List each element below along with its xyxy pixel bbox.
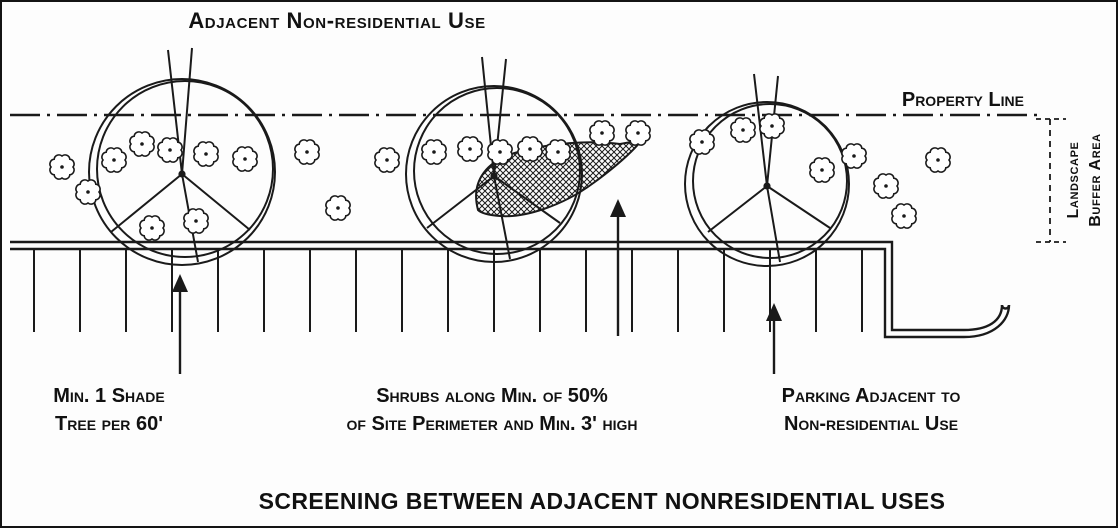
arrow-head [172, 274, 188, 292]
shrub-icon [421, 139, 447, 165]
shrubs-callout-label: Shrubs along Min. of 50% of Site Perimet… [346, 385, 637, 435]
shrub-icon [545, 139, 571, 165]
shrub-icon [232, 146, 258, 172]
shrub-icon [139, 215, 165, 241]
tree-center-dot [178, 170, 186, 178]
shrub-icon [589, 120, 615, 146]
shrub-icon [193, 141, 219, 167]
shrub-icon [891, 203, 917, 229]
buffer-area-label-line2: Buffer Area [1087, 133, 1104, 226]
parking-callout-line1: Parking Adjacent to [782, 385, 961, 407]
parking-stall-lines [33, 249, 863, 332]
shrub-icon [325, 195, 351, 221]
shrub-icon [730, 117, 756, 143]
callout-arrow-shade-tree [172, 274, 188, 374]
shrub-icon [925, 147, 951, 173]
tree-canopy-circle [684, 101, 850, 267]
parking-edge-tip [1000, 304, 1011, 310]
shrub-icon [487, 139, 513, 165]
diagram-title: SCREENING BETWEEN ADJACENT NONRESIDENTIA… [259, 488, 946, 514]
shrub-icon [157, 137, 183, 163]
shrub-icon [294, 139, 320, 165]
parking-callout-line2: Non-residential Use [784, 413, 958, 435]
buffer-area-label: Landscape Buffer Area [1065, 133, 1104, 226]
shrubs-callout-line1: Shrubs along Min. of 50% [376, 385, 608, 407]
shade-tree-1 [88, 47, 276, 266]
shrub-icon [183, 208, 209, 234]
parking-callout-label: Parking Adjacent to Non-residential Use [782, 385, 961, 435]
parking-edge-inner [10, 247, 1011, 339]
tree-branches [426, 56, 561, 260]
tree-branches [110, 47, 251, 263]
shrub-icon [689, 129, 715, 155]
shrub-icon [873, 173, 899, 199]
buffer-area-label-line1: Landscape [1065, 142, 1082, 219]
callout-arrow-shrubs [610, 199, 626, 336]
shade-tree-callout-line1: Min. 1 Shade [53, 385, 164, 407]
tree-canopy-circle [96, 80, 274, 258]
shrub-icon [759, 113, 785, 139]
tree-center-dot [763, 182, 771, 190]
shrub-icon [75, 179, 101, 205]
shrub-icon [457, 136, 483, 162]
arrow-head [610, 199, 626, 217]
shrub-icon [129, 131, 155, 157]
shrub-icon [841, 143, 867, 169]
landscape-buffer-dimension [1036, 118, 1066, 243]
parking-edge-outer [10, 240, 1004, 332]
shrubs-callout-line2: of Site Perimeter and Min. 3' high [346, 413, 637, 435]
property-line-label: Property Line [902, 89, 1024, 111]
shrub-icon [517, 136, 543, 162]
shrub-icon [49, 154, 75, 180]
shrub-icon [625, 120, 651, 146]
shrub-icon [374, 147, 400, 173]
shrub-icon [101, 147, 127, 173]
tree-canopy-circle [88, 78, 276, 266]
arrow-head [766, 303, 782, 321]
callout-arrow-parking [766, 303, 782, 374]
shrub-icon [809, 157, 835, 183]
shade-tree-callout-line2: Tree per 60' [55, 413, 163, 435]
adjacent-use-label: Adjacent Non-residential Use [188, 8, 485, 33]
parking-edge [10, 240, 1011, 339]
shade-tree-callout-label: Min. 1 Shade Tree per 60' [53, 385, 164, 435]
